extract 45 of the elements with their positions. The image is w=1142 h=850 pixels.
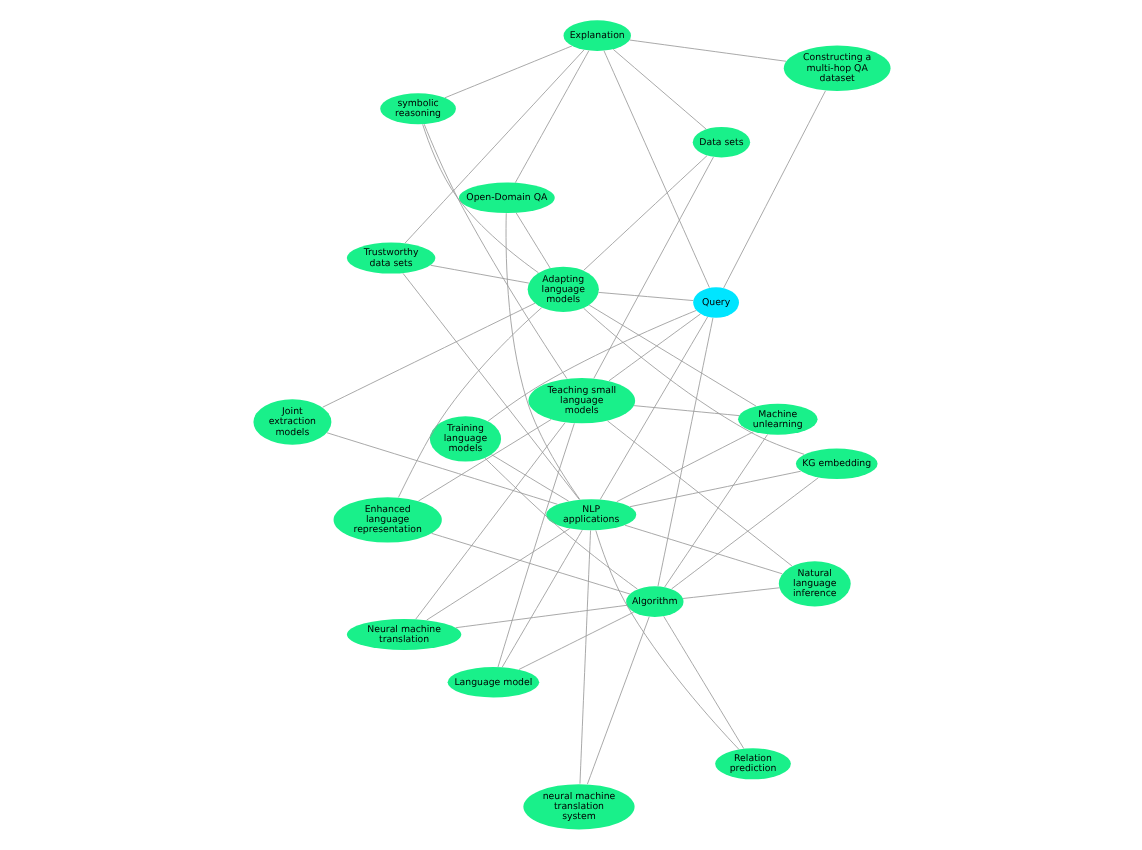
connector xyxy=(582,307,804,455)
connector xyxy=(500,529,582,668)
connector xyxy=(325,432,557,505)
connector xyxy=(585,616,649,785)
connector xyxy=(416,419,551,502)
connector xyxy=(425,528,570,621)
connector xyxy=(422,123,567,380)
connector xyxy=(605,420,792,567)
connector xyxy=(513,50,589,184)
connector xyxy=(681,587,779,599)
connector xyxy=(662,615,744,750)
connector xyxy=(578,530,590,785)
connector xyxy=(514,212,550,269)
connector xyxy=(615,431,753,503)
connector xyxy=(401,272,579,500)
connector xyxy=(587,304,756,407)
connector xyxy=(598,316,708,500)
connector xyxy=(632,405,739,417)
connector xyxy=(607,313,700,382)
connector xyxy=(628,39,786,62)
connector xyxy=(490,454,569,502)
connector xyxy=(582,155,707,271)
connector xyxy=(602,50,709,288)
connector xyxy=(421,123,538,274)
connector xyxy=(592,156,713,379)
connector xyxy=(663,434,767,588)
connector xyxy=(454,604,627,629)
connector xyxy=(504,212,580,500)
connector xyxy=(656,317,713,587)
connector xyxy=(443,45,572,99)
connector xyxy=(430,532,630,595)
connector xyxy=(496,422,574,668)
connector xyxy=(403,49,584,244)
connector xyxy=(397,307,542,498)
connector xyxy=(722,90,825,289)
connector xyxy=(594,530,739,750)
connector xyxy=(623,524,782,575)
connector xyxy=(670,477,818,590)
connector xyxy=(597,291,693,301)
connector xyxy=(414,422,565,620)
connector xyxy=(429,264,529,284)
connector xyxy=(628,470,801,508)
connector xyxy=(321,302,535,408)
connector xyxy=(517,611,634,670)
connector xyxy=(611,48,706,130)
